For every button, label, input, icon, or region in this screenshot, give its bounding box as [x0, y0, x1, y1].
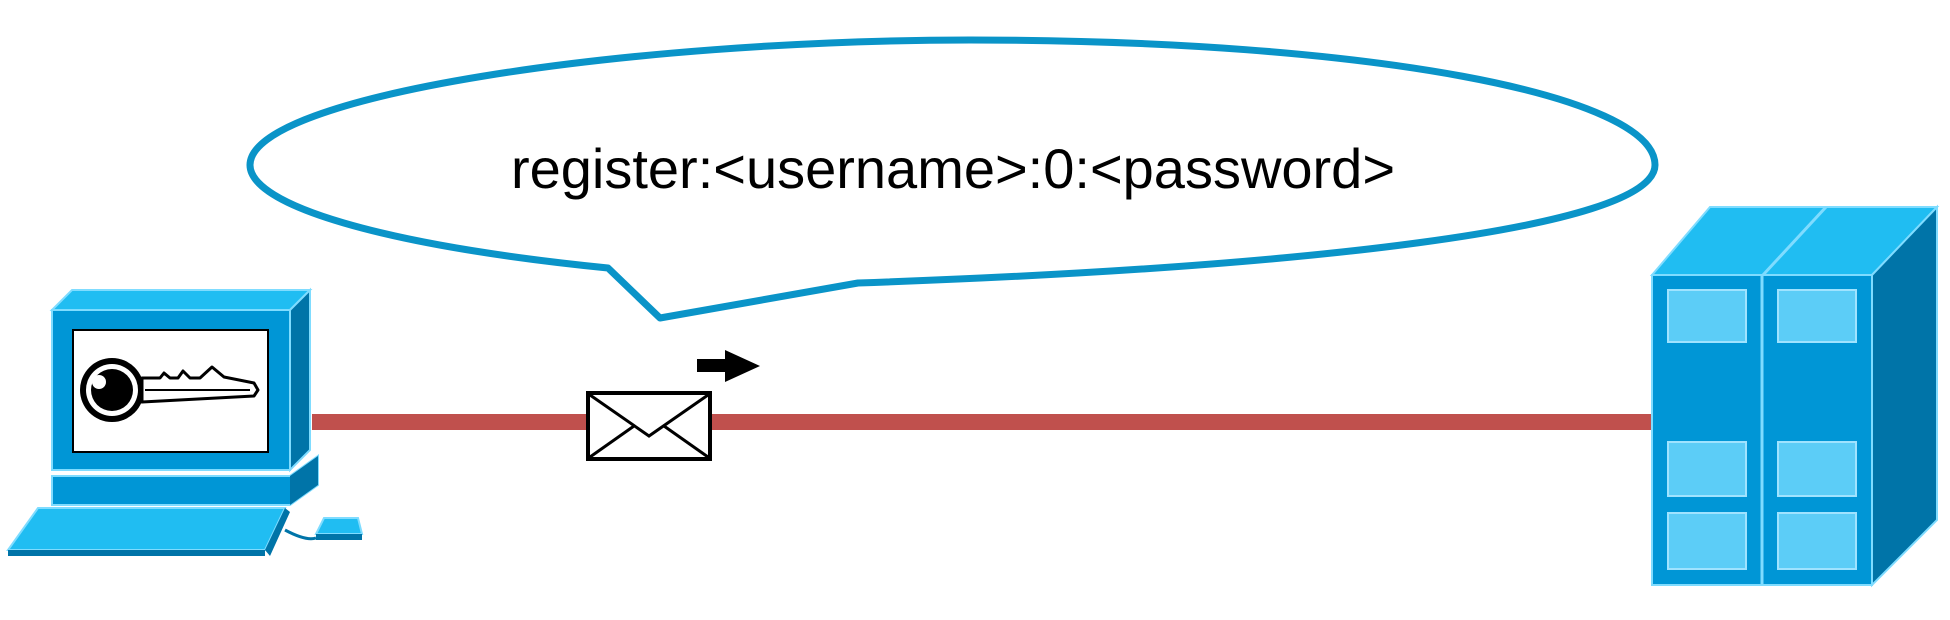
envelope-icon	[586, 391, 712, 461]
workstation-icon	[6, 287, 364, 556]
key-icon	[80, 358, 260, 422]
speech-bubble: register:<username>:0:<password>	[246, 36, 1659, 322]
server-icon	[1649, 204, 1940, 588]
bubble-message: register:<username>:0:<password>	[511, 137, 1395, 200]
arrow-right-icon	[697, 350, 760, 382]
